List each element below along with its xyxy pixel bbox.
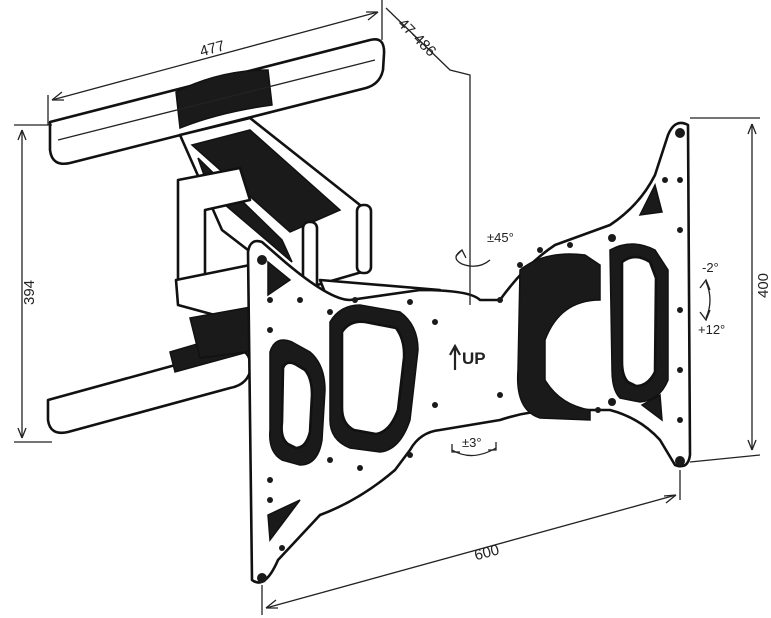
dimension-plate-height: 400 [755,273,771,298]
rotation-arrow-icon [451,442,497,457]
dimension-lines [14,0,761,615]
dimension-top-width: 477 [198,37,227,60]
tilt-arrow-icon [699,278,711,322]
rotation-angle: ±3° [462,435,482,450]
tilt-down-angle: +12° [698,322,725,337]
swivel-angle: ±45° [487,230,514,245]
dimension-depth-range: 47-486 [394,15,439,60]
dimension-wall-height: 394 [21,280,38,305]
dimension-plate-width: 600 [473,541,502,564]
plate-holes [257,128,685,583]
wall-rail-top [48,38,386,165]
tilt-up-angle: -2° [702,260,719,275]
swivel-arrow-icon [455,248,491,267]
tv-mounting-plate [246,121,692,584]
up-arrow-icon [449,343,461,370]
up-label: UP [462,349,486,368]
